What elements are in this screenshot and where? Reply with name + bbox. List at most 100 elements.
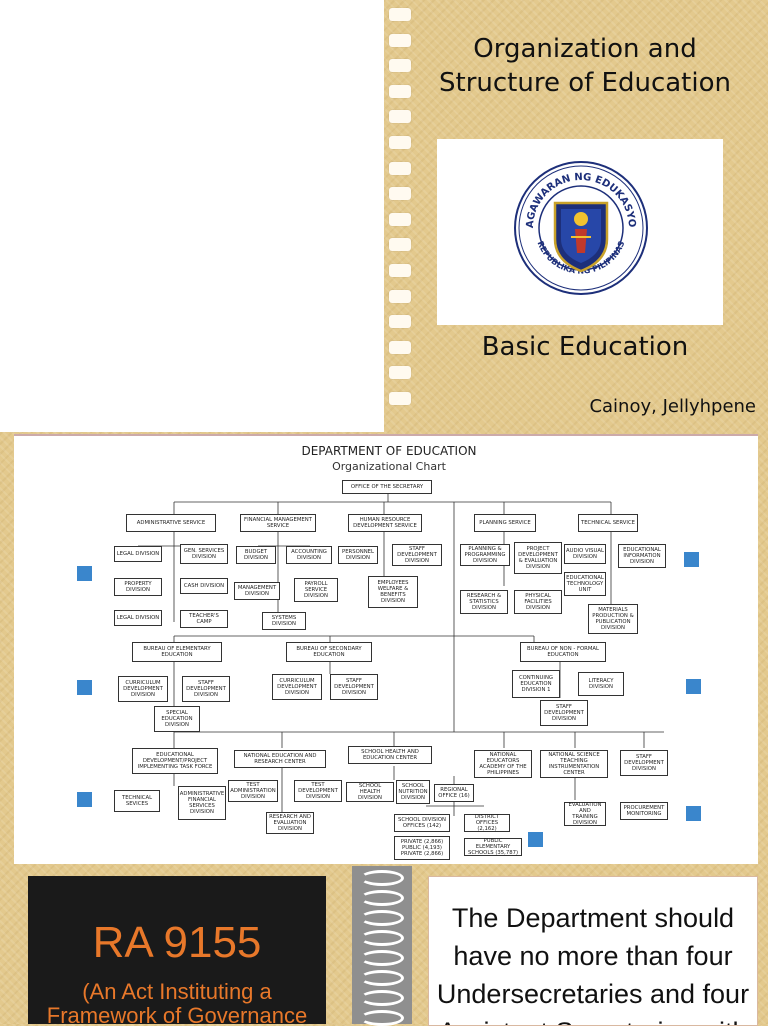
org-box-sec-staff: STAFF DEVELOPMENT DIVISION [330, 674, 378, 700]
org-box-special-educ: SPECIAL EDUCATION DIVISION [154, 706, 200, 732]
org-box-cash-division: CASH DIVISION [180, 578, 228, 594]
logo-panel: KAGAWARAN NG EDUKASYON REPUBLIKA NG PILI… [437, 139, 723, 325]
spiral-tab [389, 84, 411, 98]
org-box-materials-prod: MATERIALS PRODUCTION & PUBLICATION DIVIS… [588, 604, 638, 634]
org-box-gen-services: GEN. SERVICES DIVISION [180, 544, 228, 564]
org-box-technical-service: TECHNICAL SERVICE [578, 514, 638, 532]
spiral-ring [360, 870, 404, 886]
bullet-square [77, 566, 92, 581]
org-box-nf-staff: STAFF DEVELOPMENT DIVISION [540, 700, 588, 726]
org-box-nerc: NATIONAL EDUCATION AND RESEARCH CENTER [234, 750, 326, 768]
org-box-systems-division: SYSTEMS DIVISION [262, 612, 306, 630]
org-box-school-division-offices: SCHOOL DIVISION OFFICES (142) [394, 814, 450, 832]
spiral-ring [360, 990, 404, 1006]
spiral-ring [360, 970, 404, 986]
slide-author: Cainoy, Jellyhpene [589, 396, 756, 417]
spiral-tab [389, 110, 411, 124]
spiral-ring [360, 930, 404, 946]
org-box-neap: NATIONAL EDUCATORS ACADEMY OF THE PHILIP… [474, 750, 532, 778]
quote-slide: The Department should have no more than … [428, 876, 758, 1026]
org-box-school-nutrition: SCHOOL NUTRITION DIVISION [396, 780, 430, 804]
chart-title: DEPARTMENT OF EDUCATION [301, 444, 477, 458]
spiral-tab [389, 340, 411, 354]
bullet-square [77, 680, 92, 695]
org-box-office-secretary: OFFICE OF THE SECRETARY [342, 480, 432, 494]
org-box-welfare-division: EMPLOYEES WELFARE & BENEFITS DIVISION [368, 576, 418, 608]
ra-slide: RA 9155 (An Act Instituting a Framework … [28, 876, 326, 1024]
org-box-research-stats: RESEARCH & STATISTICS DIVISION [460, 590, 508, 614]
org-box-district-offices: DISTRICT OFFICES (2,162) [464, 814, 510, 832]
org-box-regional-office: REGIONAL OFFICE (16) [434, 784, 474, 802]
spiral-tab [389, 289, 411, 303]
spiral-binding [352, 866, 412, 1026]
spiral-tab [389, 161, 411, 175]
org-box-educ-tech: EDUCATIONAL TECHNOLOGY UNIT [564, 572, 606, 596]
org-box-admin-financial: ADMINISTRATIVE FINANCIAL SERVICES DIVISI… [178, 786, 226, 820]
org-box-planning-service: PLANNING SERVICE [474, 514, 536, 532]
org-box-school-health: SCHOOL HEALTH DIVISION [346, 782, 394, 802]
org-box-shnc: SCHOOL HEALTH AND EDUCATION CENTER [348, 746, 432, 764]
org-box-public-elementary: PUBLIC ELEMENTARY SCHOOLS (35,787) [464, 838, 522, 856]
org-box-test-admin: TEST ADMINISTRATION DIVISION [228, 780, 278, 802]
org-box-technical-services: TECHNICAL SEVICES [114, 790, 160, 812]
bullet-square [528, 832, 543, 847]
org-box-staff-dev-right: STAFF DEVELOPMENT DIVISION [620, 750, 668, 776]
bullet-square [686, 679, 701, 694]
org-box-literacy-division: LITERACY DIVISION [578, 672, 624, 696]
spiral-tab [389, 238, 411, 252]
deped-seal-icon: KAGAWARAN NG EDUKASYON REPUBLIKA NG PILI… [511, 153, 648, 295]
org-box-edpitaf: EDUCATIONAL DEVELOPMENT/PROJECT IMPLEMEN… [132, 748, 218, 774]
org-box-test-dev: TEST DEVELOPMENT DIVISION [294, 780, 342, 802]
org-box-staff-dev-division: STAFF DEVELOPMENT DIVISION [392, 544, 442, 566]
org-box-budget-division: BUDGET DIVISION [236, 546, 276, 564]
spiral-tab [389, 264, 411, 277]
ra-title: RA 9155 [92, 918, 262, 967]
org-box-management-division: MANAGEMENT DIVISION [234, 582, 280, 600]
spiral-binding [385, 0, 413, 432]
spiral-tab [389, 315, 411, 329]
spiral-ring [360, 950, 404, 966]
org-box-sec-curriculum: CURRICULUM DEVELOPMENT DIVISION [272, 674, 322, 700]
title-slide: Organization and Structure of Education … [0, 0, 768, 432]
org-box-financial-service: FINANCIAL MANAGEMENT SERVICE [240, 514, 316, 532]
org-box-project-dev: PROJECT DEVELOPMENT & EVALUATION DIVISIO… [514, 542, 562, 574]
org-box-bureau-elementary: BUREAU OF ELEMENTARY EDUCATION [132, 642, 222, 662]
bullet-square [684, 552, 699, 567]
org-box-audio-visual: AUDIO VISUAL DIVISION [564, 544, 606, 564]
spiral-tab [389, 392, 411, 405]
org-box-planning-programming: PLANNING & PROGRAMMING DIVISION [460, 544, 510, 566]
org-box-continuing-educ: CONTINUING EDUCATION DIVISION 1 [512, 670, 560, 698]
org-box-bureau-nonformal: BUREAU OF NON - FORMAL EDUCATION [520, 642, 606, 662]
org-box-procurement: PROCUREMENT MONITORING [620, 802, 668, 820]
org-box-personnel-division: PERSONNEL DIVISION [338, 546, 378, 564]
org-box-hr-service: HUMAN RESOURCE DEVELOPMENT SERVICE [348, 514, 422, 532]
spiral-tab [389, 187, 411, 201]
ra-subtitle: (An Act Instituting a Framework of Gover… [46, 979, 308, 1025]
org-box-property-division: PROPERTY DIVISION [114, 578, 162, 596]
org-box-evaluation-training: EVALUATION AND TRAINING DIVISION [564, 802, 606, 826]
org-box-elem-curriculum: CURRICULUM DEVELOPMENT DIVISION [118, 676, 168, 702]
chart-subtitle: Organizational Chart [332, 460, 446, 473]
slide-title: Organization and Structure of Education [439, 34, 731, 98]
org-box-physical-facilities: PHYSICAL FACILITIES DIVISION [514, 590, 562, 614]
bullet-square [686, 806, 701, 821]
spiral-tab [389, 8, 411, 21]
org-box-admin-service: ADMINISTRATIVE SERVICE [126, 514, 216, 532]
org-box-legal-division: LEGAL DIVISION [114, 546, 162, 562]
org-box-teachers-camp: TEACHER'S CAMP [180, 610, 228, 628]
org-box-educ-info: EDUCATIONAL INFORMATION DIVISION [618, 544, 666, 568]
spiral-tab [389, 212, 411, 226]
org-box-payroll-division: PAYROLL SERVICE DIVISION [294, 578, 338, 602]
blank-left-area [0, 0, 384, 432]
org-box-legal-division-2: LEGAL DIVISION [114, 610, 162, 626]
spiral-tab [389, 59, 411, 73]
org-box-nstic: NATIONAL SCIENCE TEACHING INSTRUMENTATIO… [540, 750, 608, 778]
spiral-tab [389, 136, 411, 149]
spiral-tab [389, 366, 411, 380]
quote-text: The Department should have no more than … [436, 903, 750, 1025]
org-box-accounting-division: ACCOUNTING DIVISION [286, 546, 332, 564]
spiral-ring [360, 890, 404, 906]
bullet-square [77, 792, 92, 807]
org-box-elem-staff: STAFF DEVELOPMENT DIVISION [182, 676, 230, 702]
slide-subtitle: Basic Education [481, 332, 689, 362]
